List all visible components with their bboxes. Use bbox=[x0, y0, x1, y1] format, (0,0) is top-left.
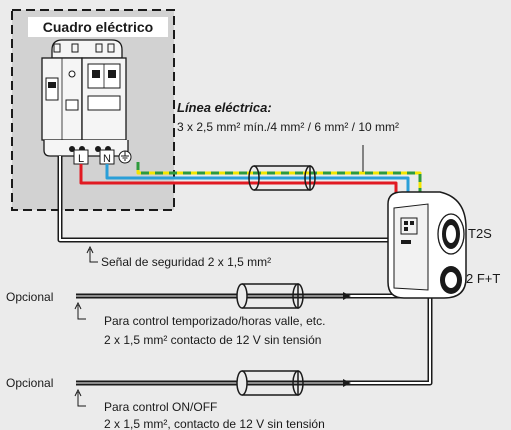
charging-station-icon bbox=[387, 191, 467, 299]
safety-signal-cable bbox=[57, 156, 393, 243]
terminal-labels: L N bbox=[73, 149, 132, 165]
optional-2-cable bbox=[76, 296, 433, 396]
line-spec: 3 x 2,5 mm² mín./4 mm² / 6 mm² / 10 mm² bbox=[177, 120, 399, 134]
safety-signal-label-group: Señal de seguridad 2 x 1,5 mm² bbox=[86, 245, 271, 269]
line-title: Línea eléctrica: bbox=[177, 100, 272, 115]
terminal-l-label: L bbox=[78, 153, 84, 165]
optional-1-desc-group: Para control temporizado/horas valle, et… bbox=[74, 301, 325, 347]
charger-socket-label: 2 F+T bbox=[466, 271, 500, 286]
charger-model-label: T2S bbox=[468, 226, 492, 241]
terminal-n-label: N bbox=[103, 153, 111, 165]
optional-2-desc-group: Para control ON/OFF 2 x 1,5 mm², contact… bbox=[74, 388, 325, 430]
optional-1-cable bbox=[76, 274, 433, 309]
safety-signal-label: Señal de seguridad 2 x 1,5 mm² bbox=[101, 255, 271, 269]
optional-1-label: Opcional bbox=[6, 290, 53, 304]
cable-sleeve-power bbox=[248, 165, 316, 191]
optional-1-desc-line1: Para control temporizado/horas valle, et… bbox=[104, 314, 325, 328]
optional-2-label: Opcional bbox=[6, 376, 53, 390]
circuit-breaker-icon bbox=[41, 39, 129, 157]
optional-2-desc-line1: Para control ON/OFF bbox=[104, 400, 217, 414]
optional-1-desc-line2: 2 x 1,5 mm² contacto de 12 V sin tensión bbox=[104, 333, 321, 347]
panel-title: Cuadro eléctrico bbox=[43, 19, 153, 35]
panel-title-bg bbox=[28, 17, 168, 37]
power-line-wires bbox=[79, 162, 422, 196]
optional-2-desc-line2: 2 x 1,5 mm², contacto de 12 V sin tensió… bbox=[104, 417, 325, 430]
